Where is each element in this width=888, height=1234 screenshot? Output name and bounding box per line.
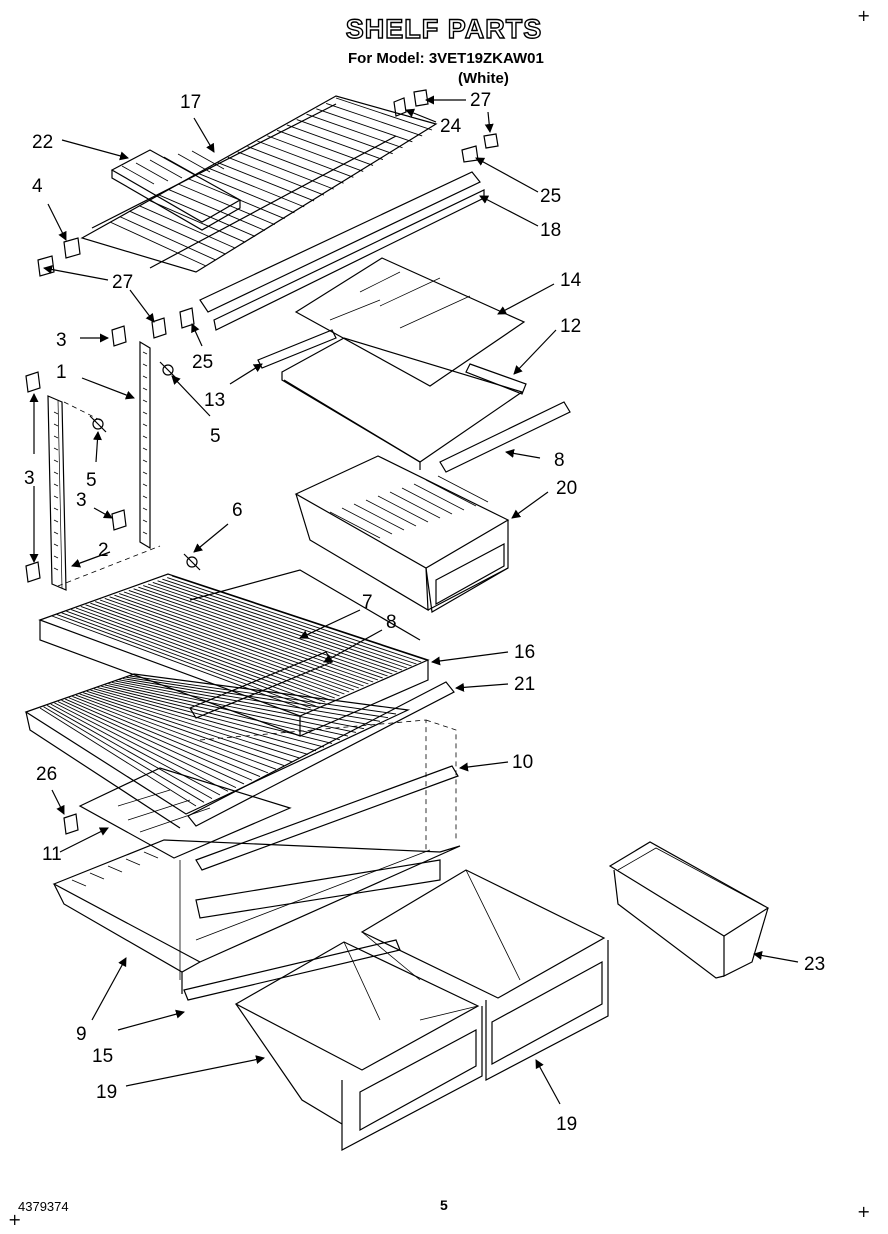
callout-25-left: 25: [192, 352, 213, 373]
wire-shelf-lower: [24, 673, 411, 829]
shelf-rail-21: [187, 681, 455, 827]
shelf-ladder-2: [47, 395, 67, 591]
clip-26: [63, 813, 79, 835]
callout-2: 2: [98, 540, 109, 561]
corner-mark-bottom-left: +: [8, 1210, 22, 1229]
callout-27-top: 27: [470, 90, 491, 111]
callout-3-left: 3: [24, 468, 35, 489]
callout-12: 12: [560, 316, 581, 337]
clip-27-left: [151, 317, 167, 339]
bracket-3b: [111, 509, 127, 531]
page-number: 5: [440, 1197, 448, 1213]
callout-24: 24: [440, 116, 462, 137]
corner-mark-top-right: +: [857, 6, 871, 25]
screw-5b: [89, 415, 107, 433]
callout-23: 23: [804, 954, 825, 975]
callout-19-left: 19: [96, 1082, 117, 1103]
clip-25-right: [461, 145, 479, 163]
callout-1: 1: [56, 362, 67, 383]
crisper-frame-9: [52, 839, 461, 994]
shelf-rail-8-upper: [439, 401, 571, 473]
clip-27-top: [413, 89, 429, 107]
callout-19-right: 19: [556, 1114, 577, 1135]
crisper-drawer-19-right: [360, 869, 609, 1081]
callout-10: 10: [512, 752, 533, 773]
shelf-frame-12: [257, 329, 527, 470]
callout-15: 15: [92, 1046, 113, 1067]
glass-cover-11: [78, 767, 292, 859]
bracket-3c: [25, 371, 41, 583]
clip-4: [37, 237, 81, 277]
callout-16: 16: [514, 642, 535, 663]
shelf-ladder-1: [139, 340, 151, 550]
bracket-3a: [111, 325, 127, 347]
crisper-drawer-19-left: [234, 941, 483, 1151]
door-bin-23: [608, 841, 770, 979]
callout-5-left: 5: [86, 470, 97, 491]
drawer-20: [294, 455, 510, 613]
callout-6: 6: [232, 500, 243, 521]
callout-9: 9: [76, 1024, 87, 1045]
document-number: 4379374: [18, 1199, 69, 1214]
ice-cube-tray-22: [110, 149, 242, 231]
callout-14: 14: [560, 270, 582, 291]
color-line: (White): [458, 70, 509, 87]
callout-11: 11: [42, 844, 62, 865]
corner-mark-bottom-right: +: [857, 1202, 871, 1221]
shelf-rail-18: [199, 171, 485, 331]
callout-3-mid: 3: [76, 490, 87, 511]
callout-27-left: 27: [112, 272, 133, 293]
shelf-rail-10: [195, 765, 459, 871]
model-line: For Model: 3VET19ZKAW01: [348, 50, 544, 67]
callout-20: 20: [556, 478, 577, 499]
callout-21: 21: [514, 674, 535, 695]
callout-17: 17: [180, 92, 201, 113]
callout-22: 22: [32, 132, 53, 153]
callout-25-right: 25: [540, 186, 561, 207]
rail-15: [183, 939, 401, 1001]
screw-5a: [159, 361, 177, 379]
callout-8-upper: 8: [554, 450, 565, 471]
callout-8-middle: 8: [386, 612, 397, 633]
callout-26: 26: [36, 764, 57, 785]
callout-13: 13: [204, 390, 225, 411]
callout-5-right: 5: [210, 426, 221, 447]
callout-3-top: 3: [56, 330, 67, 351]
wire-shelf-16: [38, 569, 430, 737]
screw-6: [183, 553, 201, 571]
clip-27-right: [483, 133, 499, 149]
callout-18: 18: [540, 220, 561, 241]
callout-7: 7: [362, 592, 373, 613]
callout-4: 4: [32, 176, 43, 197]
page-title: SHELF PARTS: [345, 13, 543, 44]
glass-insert-14: [294, 257, 526, 387]
